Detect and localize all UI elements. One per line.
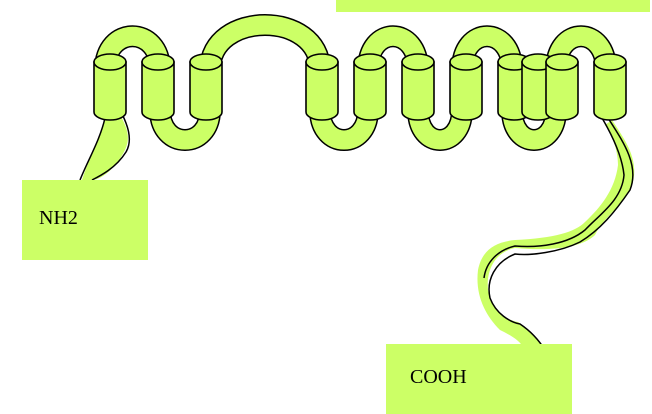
helix-3 <box>190 54 222 120</box>
cooh-label-box: COOH <box>386 344 572 414</box>
helix-5 <box>354 54 386 120</box>
nh2-label-box: NH2 <box>22 180 148 260</box>
helix-2 <box>142 54 174 120</box>
helix-10 <box>546 54 578 120</box>
c-terminal-tail <box>477 120 634 350</box>
cooh-label: COOH <box>410 366 467 388</box>
helix-4 <box>306 54 338 120</box>
top-loop-big-fill <box>210 25 320 70</box>
helix-6 <box>402 54 434 120</box>
transmembrane-helices <box>94 54 626 120</box>
c-terminal-tail-outline <box>484 118 633 350</box>
helix-1 <box>94 54 126 120</box>
nh2-label: NH2 <box>39 207 78 229</box>
helix-11 <box>594 54 626 120</box>
helix-7 <box>450 54 482 120</box>
